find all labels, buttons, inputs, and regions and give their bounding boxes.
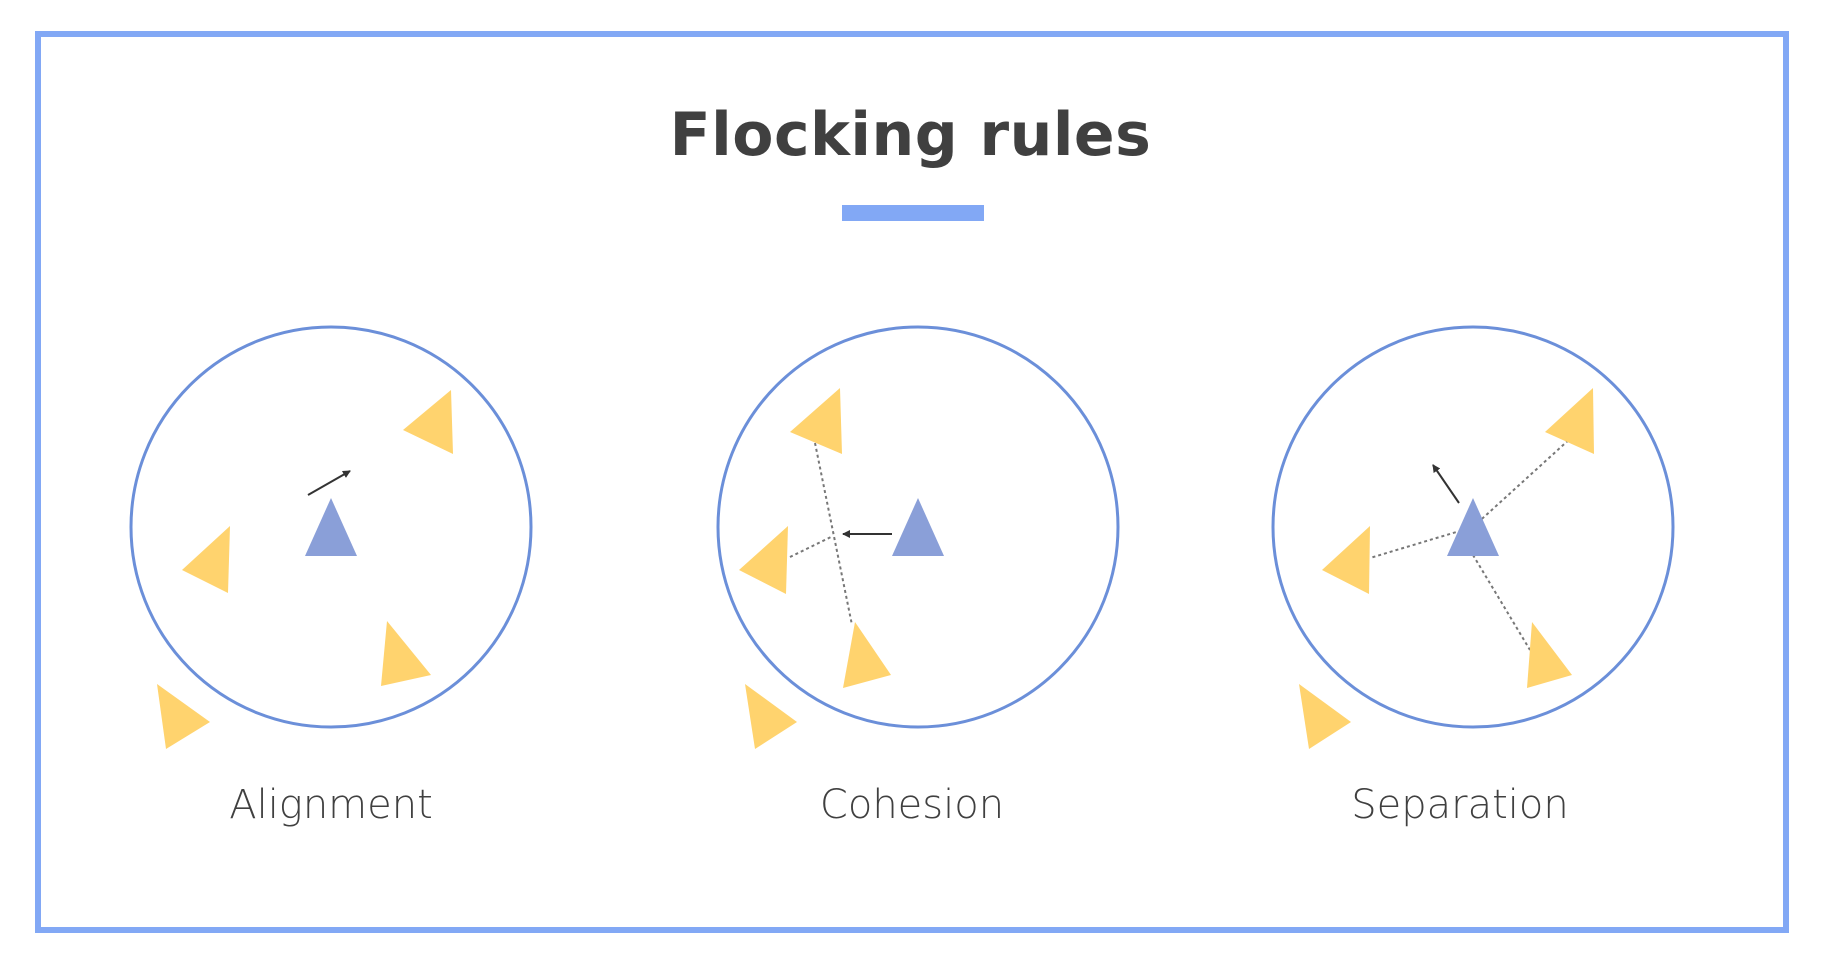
separation-neighbor-boid-3 <box>1527 622 1572 688</box>
cohesion-neighborhood-circle <box>716 325 1120 729</box>
diagram-frame <box>35 31 1789 933</box>
separation-outside-boid <box>1299 684 1351 749</box>
cohesion-neighbor-boid-2 <box>739 526 788 594</box>
cohesion-panel <box>716 325 1120 749</box>
alignment-neighbor-boid-3 <box>381 621 431 686</box>
separation-link-3 <box>1472 554 1531 651</box>
cohesion-neighbor-boid-3 <box>843 622 891 688</box>
diagram-title: Flocking rules <box>669 100 1152 170</box>
separation-label: Separation <box>1351 782 1569 828</box>
title-underline <box>842 205 984 221</box>
alignment-outside-boid <box>157 684 210 749</box>
separation-panel <box>1271 325 1675 749</box>
alignment-focal-boid <box>305 498 357 556</box>
cohesion-link-left <box>789 535 834 558</box>
cohesion-outside-boid <box>745 684 797 749</box>
alignment-neighbor-boid-2 <box>182 526 230 593</box>
separation-neighbor-boid-2 <box>1322 526 1370 594</box>
alignment-neighbor-boid-1 <box>403 390 453 454</box>
separation-steer-arrow <box>1432 464 1460 504</box>
alignment-neighborhood-circle <box>129 325 533 729</box>
cohesion-link-top-bottom <box>814 442 853 626</box>
alignment-panel <box>129 325 533 749</box>
separation-neighbor-boid-1 <box>1545 388 1594 454</box>
cohesion-label: Cohesion <box>819 782 1005 828</box>
cohesion-focal-boid <box>892 498 944 556</box>
separation-focal-boid <box>1447 498 1499 556</box>
separation-link-1 <box>1472 436 1573 528</box>
alignment-heading-arrow <box>307 470 351 496</box>
alignment-label: Alignment <box>229 782 433 828</box>
separation-neighborhood-circle <box>1271 325 1675 729</box>
cohesion-neighbor-boid-1 <box>790 388 842 454</box>
